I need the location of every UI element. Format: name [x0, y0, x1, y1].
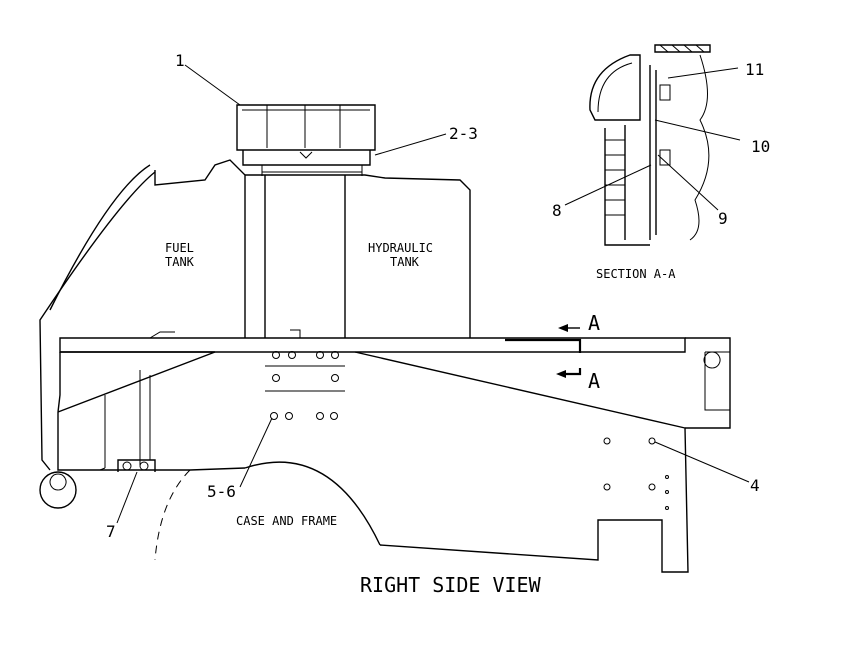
callout-7: 7 [106, 522, 116, 541]
callout-2-3: 2-3 [449, 124, 478, 143]
callout-9: 9 [718, 209, 728, 228]
fuel-tank-label-line2: TANK [165, 255, 195, 269]
callout-10: 10 [751, 137, 770, 156]
callout-1: 1 [175, 51, 185, 70]
section-cut-markers: A A [505, 311, 600, 393]
section-title: SECTION A-A [596, 267, 676, 281]
view-title: RIGHT SIDE VIEW [360, 573, 542, 597]
leader-lines [116, 64, 750, 524]
callout-11: 11 [745, 60, 764, 79]
case-and-frame-label: CASE AND FRAME [236, 514, 337, 528]
bracket-7 [117, 459, 156, 472]
case-and-frame-outline [39, 164, 731, 573]
section-marker-top: A [588, 311, 600, 335]
tanks-outline [149, 159, 471, 339]
section-a-a-detail [589, 44, 711, 246]
fuel-tank-label-line1: FUEL [165, 241, 194, 255]
hydraulic-tank-label-line1: HYDRAULIC [368, 241, 433, 255]
bolt-pattern [265, 351, 345, 420]
hydraulic-tank-label-line2: TANK [390, 255, 420, 269]
section-marker-bottom: A [588, 369, 600, 393]
filter-housing [236, 104, 376, 176]
callout-5-6: 5-6 [207, 482, 236, 501]
callout-4: 4 [750, 476, 760, 495]
callout-8: 8 [552, 201, 562, 220]
